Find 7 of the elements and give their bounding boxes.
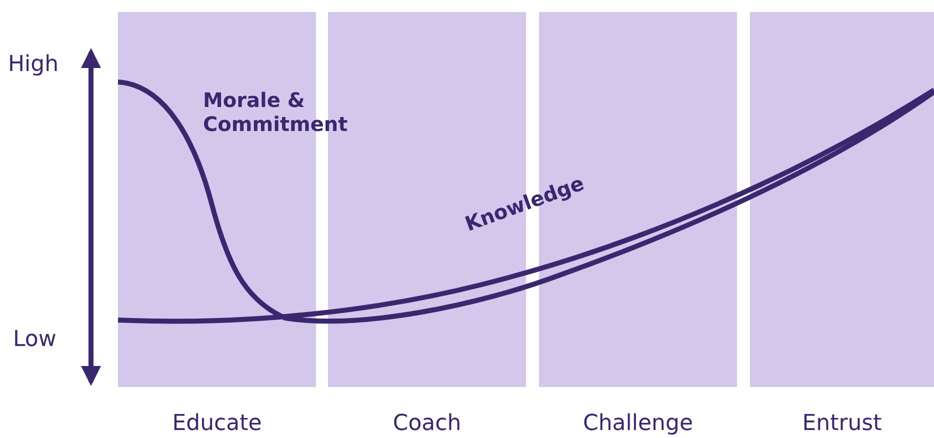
- curve-label: Morale & Commitment: [203, 88, 349, 136]
- axis-label: Low: [13, 327, 56, 354]
- column-label: Educate: [172, 411, 262, 437]
- column-label: Challenge: [583, 411, 693, 437]
- axis-label: High: [8, 52, 59, 78]
- column-label: Coach: [392, 411, 462, 437]
- column-label: Entrust: [802, 411, 882, 437]
